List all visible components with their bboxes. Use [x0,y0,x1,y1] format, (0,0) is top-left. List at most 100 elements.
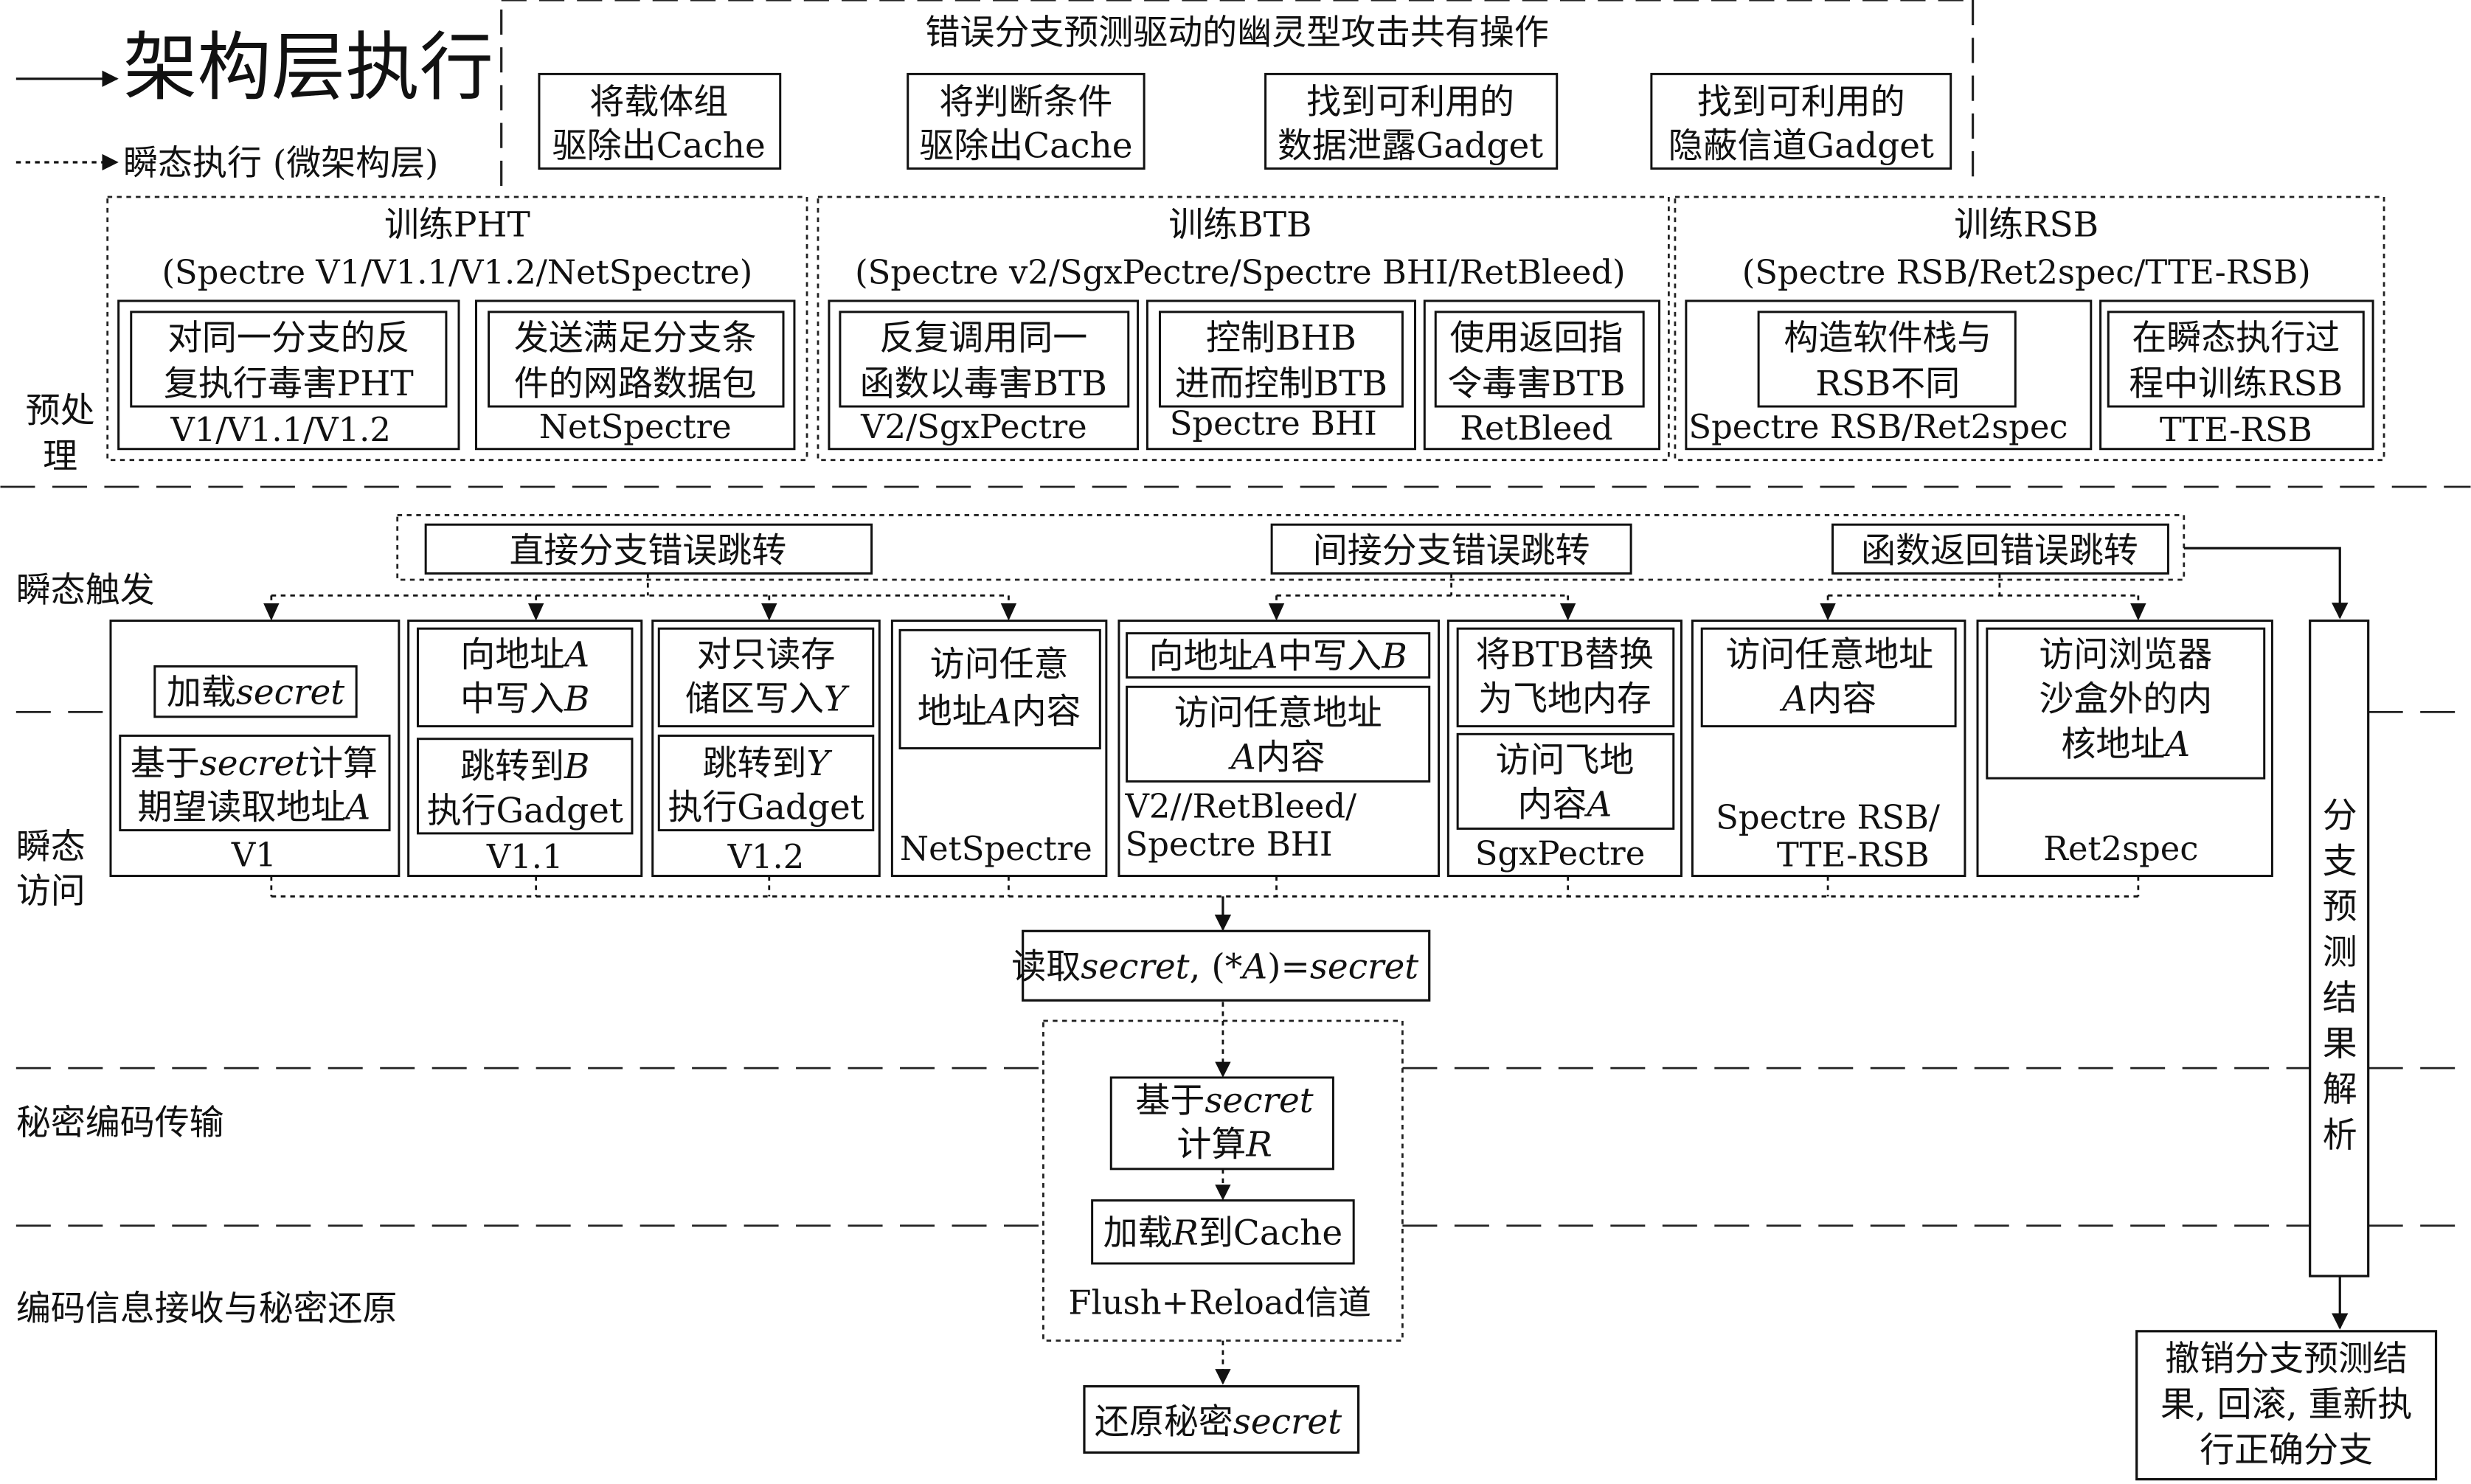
variant-v2-retbleed-bhi: 向地址A中写入B 访问任意地址 A内容 V2//RetBleed/ Spectr… [1117,620,1441,878]
sgx-op-2-line-2: 内容A [1517,784,1612,825]
common-op-leak-gadget: 找到可利用的 数据泄露Gadget [1264,72,1559,170]
v1-op-1: 加载secret [167,673,344,713]
read-secret-box: 读取secret, (*A)=secret [1011,929,1431,1002]
training-pht-title: 训练PHT [384,204,530,245]
rsb-spectre-inner [1757,311,2017,408]
training-rsb-title: 训练RSB [1954,204,2099,245]
trigger-panel: 直接分支错误跳转 间接分支错误跳转 函数返回错误跳转 [396,514,2186,581]
variant-v1-1: 向地址A 中写入B 跳转到B 执行Gadget V1.1 [407,620,643,878]
v1-2-op-2-line-2: 执行Gadget [668,788,864,828]
stage-label-access-2: 访问 [16,871,86,912]
rollback-line-3: 行正确分支 [2200,1430,2373,1471]
btb-bhi-inner [1158,311,1404,408]
v1-1-op-2-line-1: 跳转到B [460,746,589,787]
resolve-arrow [2183,547,2349,620]
v1-op-2-line-2: 期望读取地址A [137,788,370,828]
merge-lines [270,876,2140,898]
restore-secret-label: 还原秘密secret [1095,1402,1342,1443]
btb-bhi-line-2: 进而控制BTB [1175,364,1387,404]
btb-retbleed-line-1: 使用返回指 [1450,318,1623,358]
branch-resolve-char: 测 [2323,932,2357,973]
ret2spec-op-line-2: 沙盒外的内 [2039,679,2212,719]
v1-2-op-1-line-2: 储区写入Y [685,679,850,719]
training-btb-title: 训练BTB [1168,204,1311,245]
trigger-return-label: 函数返回错误跳转 [1861,531,2138,572]
pht-netspectre-inner [488,311,785,408]
trigger-indirect-label: 间接分支错误跳转 [1313,531,1590,572]
branch-resolve-char: 析 [2323,1115,2357,1156]
rsb-spectre-line-2: RSB不同 [1815,364,1960,404]
pht-netspectre-line-1: 发送满足分支条 [514,318,757,358]
pht-v1-line-2: 复执行毒害PHT [164,364,414,404]
v1-2-op-2-line-1: 跳转到Y [703,743,833,784]
sgx-op-1-line-1: 将BTB替换 [1476,634,1654,675]
common-op-1-line-2: 驱除出Cache [552,126,766,167]
training-rsb-group: 训练RSB (Spectre RSB/Ret2spec/TTE-RSB) 构造软… [1674,195,2385,462]
rsb-tte-label: TTE-RSB [2160,410,2312,449]
v2-label-line-1: V2//RetBleed/ [1124,787,1357,826]
training-btb-group: 训练BTB (Spectre v2/SgxPectre/Spectre BHI/… [817,195,1670,462]
common-op-2-line-1: 将判断条件 [940,82,1113,122]
variant-ret2spec: 访问浏览器 沙盒外的内 核地址A Ret2spec [1976,620,2273,878]
btb-bhi-box [1146,299,1416,451]
legend-arch-label: 架构层执行 [123,24,493,111]
branch-resolve-char: 果 [2323,1024,2357,1064]
v2-op-1: 向地址A中写入B [1149,637,1407,677]
rollback-line-2: 果, 回滚, 重新执 [2160,1384,2413,1425]
stage-separators [0,485,2471,1227]
variant-v1-2: 对只读存 储区写入Y 跳转到Y 执行Gadget V1.2 [651,620,881,878]
rsb-tte-inner [2107,311,2365,408]
netspectre-op-line-1: 访问任意 [930,644,1069,684]
btb-v2-line-1: 反复调用同一 [879,318,1087,358]
ret2spec-label: Ret2spec [2043,829,2198,868]
v2-label-line-2: Spectre BHI [1125,825,1332,864]
compute-r-line-2: 计算R [1176,1125,1272,1165]
variant-spectre-rsb-tte: 访问任意地址 A内容 Spectre RSB/ TTE-RSB [1691,620,1966,878]
channel-panel: 基于secret 计算R 加载R到Cache Flush+Reload信道 [1042,1002,1404,1385]
branch-resolve-char: 支 [2323,841,2357,881]
v1-1-label: V1.1 [486,837,564,876]
common-op-evict-condition: 将判断条件 驱除出Cache [907,72,1146,170]
btb-v2-inner [839,311,1130,408]
rollback-box: 撤销分支预测结 果, 回滚, 重新执 行正确分支 [2135,1330,2438,1481]
btb-retbleed-line-2: 令毒害BTB [1447,364,1625,404]
rsb-tte-line-1: 在瞬态执行过 [2132,318,2340,358]
training-rsb-subtitle: (Spectre RSB/Ret2spec/TTE-RSB) [1742,252,2311,291]
load-r-box [1091,1199,1355,1265]
rsb-label-line-2: TTE-RSB [1777,836,1930,875]
stage-labels: 预处 理 瞬态触发 瞬态 访问 秘密编码传输 编码信息接收与秘密还原 [16,390,398,1328]
pht-netspectre-label: NetSpectre [539,407,732,446]
branch-resolve-char: 结 [2323,978,2357,1019]
netspectre-op-line-2: 地址A内容 [918,691,1081,732]
pht-netspectre-box [475,299,796,451]
pht-v1-inner [130,311,448,408]
stage-label-encode: 秘密编码传输 [16,1103,224,1143]
v2-op-2-line-1: 访问任意地址 [1174,693,1382,734]
btb-v2-line-2: 函数以毒害BTB [860,364,1107,404]
stage-label-trigger: 瞬态触发 [16,570,155,611]
common-ops-panel: 错误分支预测驱动的幽灵型攻击共有操作 将载体组 驱除出Cache 将判断条件 驱… [500,0,1975,187]
common-op-3-line-2: 数据泄露Gadget [1278,126,1543,167]
sgx-op-1-line-2: 为飞地内存 [1478,679,1652,719]
variant-netspectre: 访问任意 地址A内容 NetSpectre [890,620,1108,878]
read-secret-label: 读取secret, (*A)=secret [1011,946,1418,987]
v1-1-op-2-line-2: 执行Gadget [427,791,623,831]
rsb-tte-line-2: 程中训练RSB [2129,364,2343,404]
stage-label-preprocess-2: 理 [43,436,77,476]
training-pht-subtitle: (Spectre V1/V1.1/V1.2/NetSpectre) [162,252,752,291]
common-ops-title: 错误分支预测驱动的幽灵型攻击共有操作 [925,13,1548,53]
branch-resolve-char: 预 [2323,887,2357,927]
common-ops-frame [500,0,1975,187]
legend: 架构层执行 瞬态执行 (微架构层) [15,24,493,184]
sgx-label: SgxPectre [1475,834,1646,873]
trigger-indirect-box [1270,523,1632,575]
ret2spec-op-line-1: 访问浏览器 [2039,634,2212,675]
trigger-direct-box [424,523,873,575]
stage-label-receive: 编码信息接收与秘密还原 [16,1289,398,1329]
v1-label: V1 [231,836,277,875]
training-pht-group: 训练PHT (Spectre V1/V1.1/V1.2/NetSpectre) … [106,195,808,462]
btb-v2-box [828,299,1140,451]
